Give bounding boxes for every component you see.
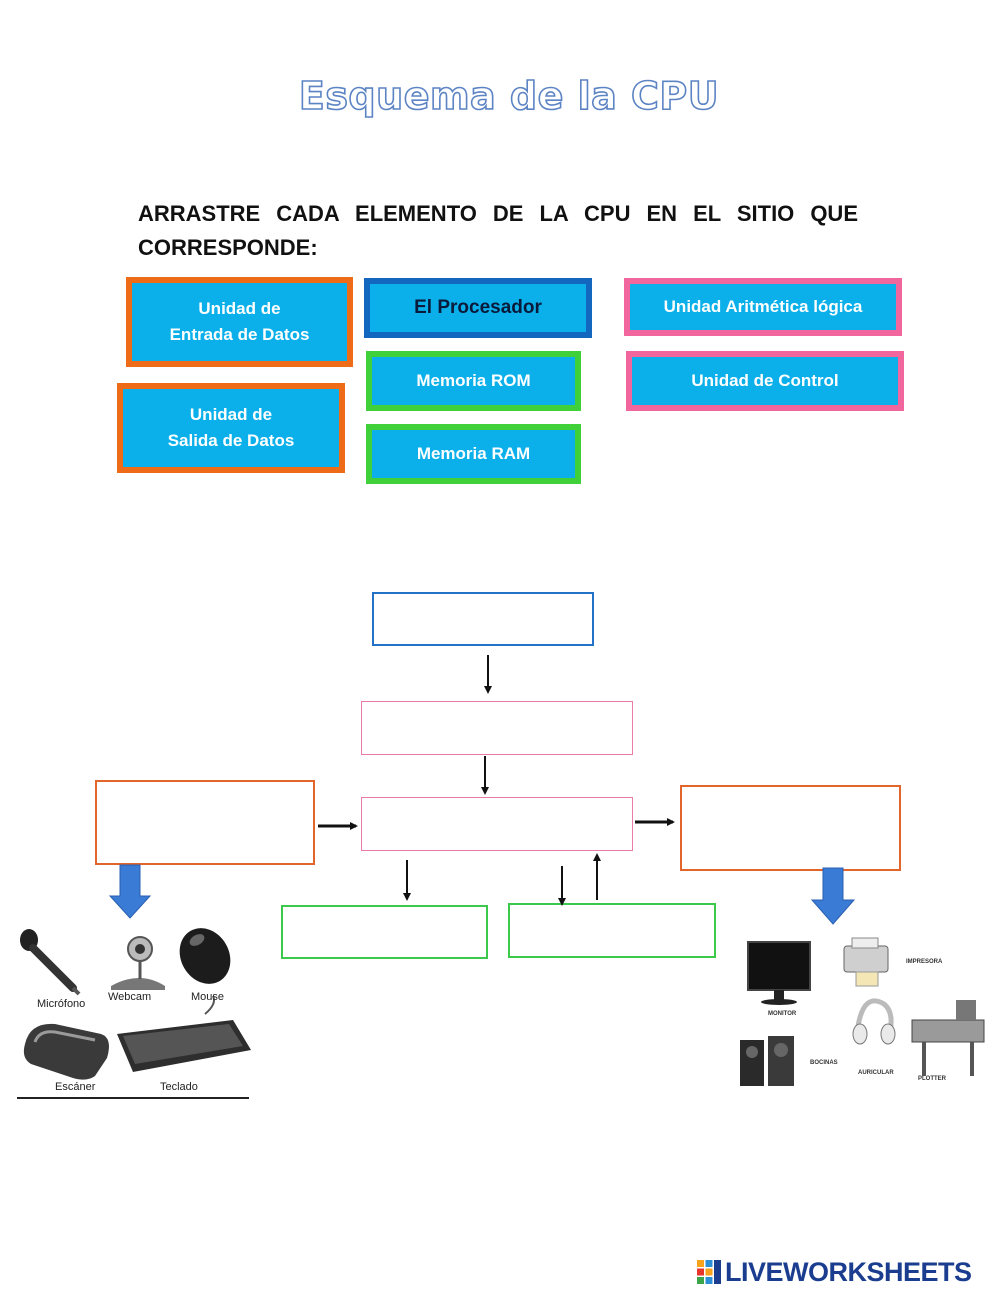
- scanner-icon: [23, 1023, 109, 1080]
- instruction-text: ARRASTRE CADA ELEMENTO DE LA CPU EN EL S…: [138, 201, 858, 260]
- card-label: Unidad Aritmética lógica: [663, 297, 863, 316]
- liveworksheets-icon: [697, 1260, 721, 1284]
- brand-name: LIVEWORKSHEETS: [725, 1256, 972, 1287]
- card-unidad-control[interactable]: Unidad de Control: [626, 351, 904, 411]
- worksheet-title: Esquema de la CPU: [298, 73, 720, 119]
- label-teclado: Teclado: [160, 1081, 198, 1093]
- blue-down-arrow-right: [810, 867, 856, 925]
- blue-down-arrow-left: [108, 864, 152, 919]
- label-escaner: Escáner: [55, 1081, 96, 1093]
- drop-slot-memoria-2[interactable]: [508, 903, 716, 958]
- label-monitor: MONITOR: [768, 1011, 797, 1017]
- liveworksheets-logo: LIVEWORKSHEETS: [697, 1257, 972, 1287]
- label-auricular: AURICULAR: [858, 1070, 894, 1076]
- drop-slot-memoria-1[interactable]: [281, 905, 488, 959]
- label-microfono: Micrófono: [37, 998, 86, 1010]
- card-unidad-entrada[interactable]: Unidad de Entrada de Datos: [126, 277, 353, 367]
- input-devices-image: Micrófono Webcam Mouse Escáner Teclado: [15, 924, 255, 1102]
- speakers-icon: [740, 1036, 794, 1086]
- webcam-icon: [111, 936, 165, 990]
- card-procesador[interactable]: El Procesador: [364, 278, 592, 338]
- mouse-icon: [179, 928, 231, 984]
- card-unidad-aritmetica-logica[interactable]: Unidad Aritmética lógica: [624, 278, 902, 336]
- card-label: El Procesador: [414, 297, 542, 318]
- microphone-icon: [20, 929, 81, 996]
- drop-slot-salida-datos[interactable]: [680, 785, 901, 871]
- label-impresora: IMPRESORA: [906, 959, 943, 965]
- card-label: Unidad de Entrada de Datos: [169, 299, 310, 344]
- label-mouse: Mouse: [191, 991, 225, 1003]
- card-label: Memoria ROM: [416, 371, 531, 390]
- label-bocinas: BOCINAS: [810, 1060, 838, 1066]
- printer-icon: [843, 937, 889, 987]
- card-label: Unidad de Salida de Datos: [167, 405, 295, 450]
- label-webcam: Webcam: [108, 991, 152, 1003]
- drop-slot-unidad-aritmetica[interactable]: [361, 797, 633, 851]
- headphones-icon: [852, 998, 896, 1045]
- plotter-icon: [911, 1000, 985, 1076]
- card-label: Unidad de Control: [691, 371, 839, 390]
- keyboard-icon: [117, 995, 251, 1072]
- card-memoria-ram[interactable]: Memoria RAM: [366, 424, 581, 484]
- drop-slot-entrada-datos[interactable]: [95, 780, 315, 865]
- drop-slot-unidad-control[interactable]: [361, 701, 633, 755]
- drop-slot-procesador[interactable]: [372, 592, 594, 646]
- card-unidad-salida[interactable]: Unidad de Salida de Datos: [117, 383, 345, 473]
- card-label: Memoria RAM: [416, 444, 531, 463]
- label-plotter: PLOTTER: [918, 1076, 946, 1082]
- card-memoria-rom[interactable]: Memoria ROM: [366, 351, 581, 411]
- monitor-icon: [747, 941, 811, 1005]
- output-devices-image: IMPRESORA MONITOR BOCINAS AURICULAR PLOT…: [732, 934, 990, 1094]
